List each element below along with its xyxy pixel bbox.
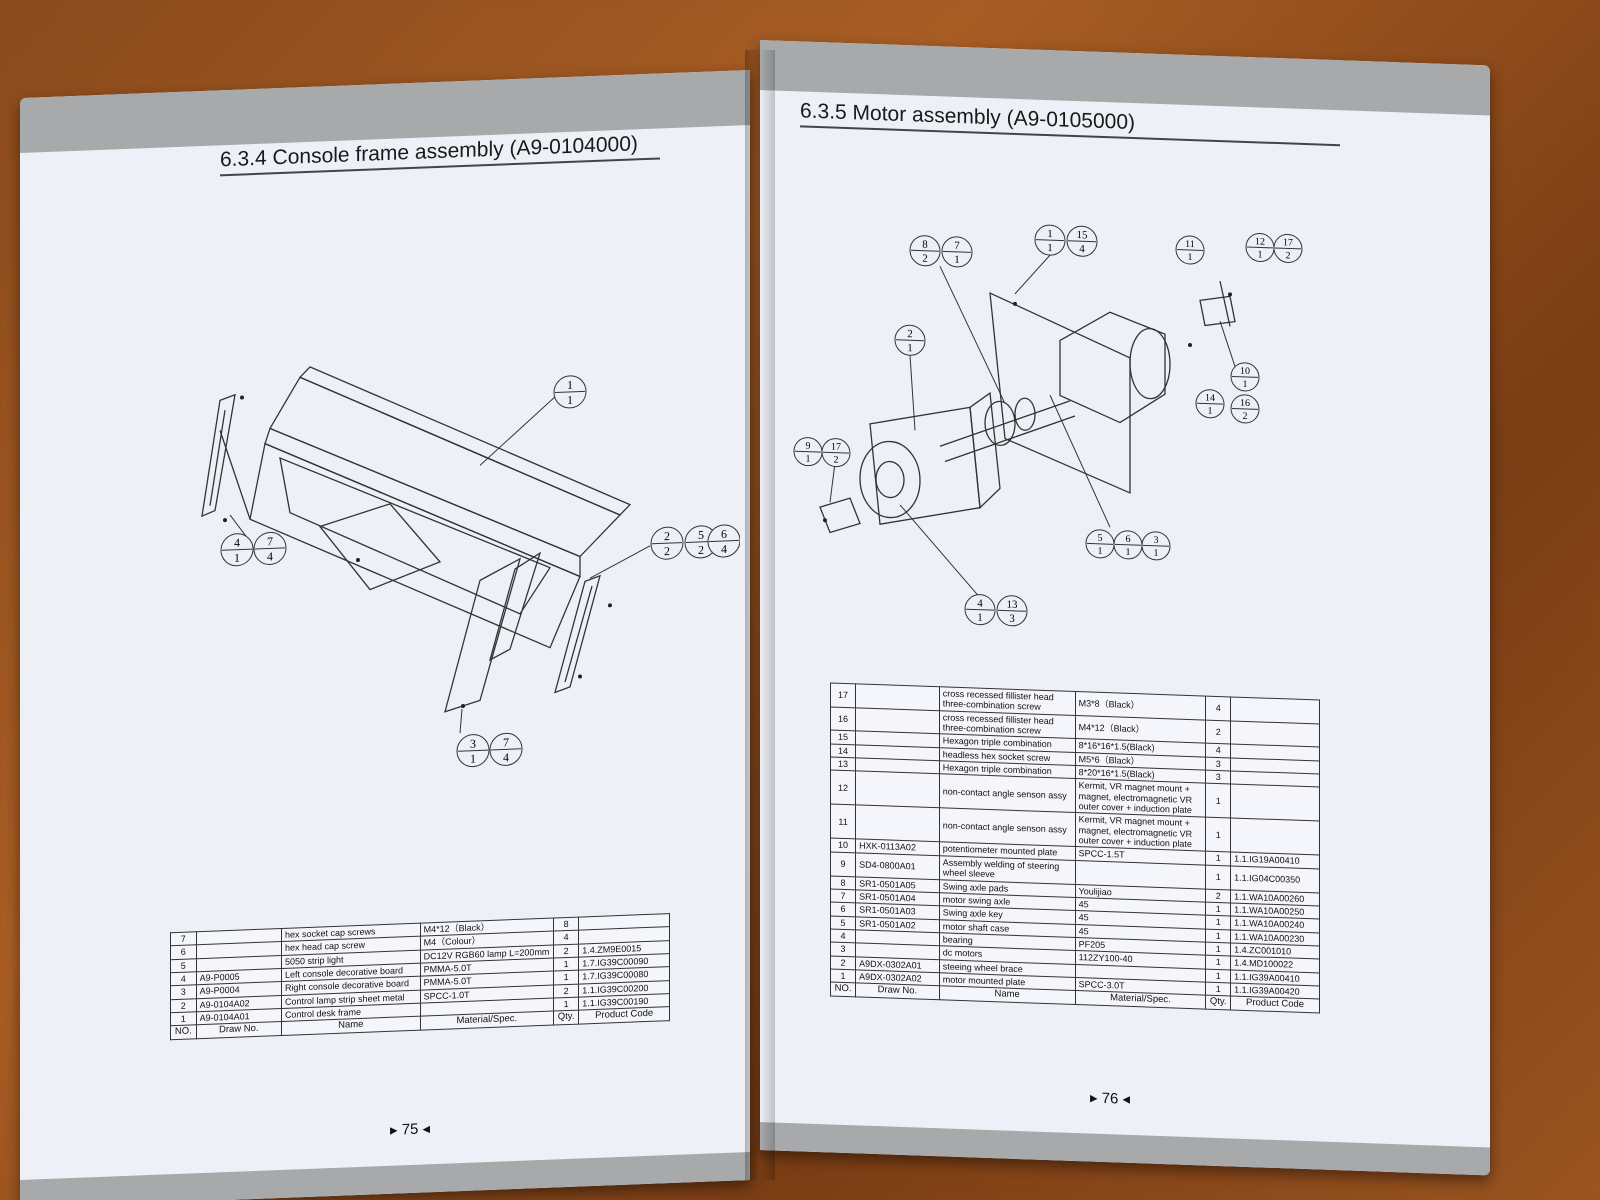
svg-text:1: 1 — [977, 612, 982, 624]
right-page: 6.3.5 Motor assembly (A9-0105000) — [760, 40, 1490, 1176]
callout-bubble: 7 4 — [253, 531, 287, 565]
svg-text:11: 11 — [1185, 239, 1195, 250]
callout-top: 3 — [470, 737, 476, 751]
callout-top: 7 — [503, 735, 509, 749]
callout-bubble: 2 2 — [650, 526, 684, 560]
callout-bubble: 172 — [821, 438, 851, 468]
footer-band — [20, 1152, 750, 1200]
svg-text:9: 9 — [806, 441, 811, 452]
svg-text:2: 2 — [834, 455, 839, 466]
callout-bottom: 4 — [503, 750, 509, 764]
callout-bottom: 1 — [567, 393, 573, 407]
callout-bubble: 4 1 — [220, 533, 254, 567]
callout-bubble: 141 — [1195, 389, 1225, 419]
callout-bubble: 5 2 — [684, 525, 718, 559]
callout-bubble: 162 — [1230, 394, 1260, 424]
console-frame-diagram: 1 1 4 1 7 4 2 — [180, 320, 741, 782]
svg-text:7: 7 — [954, 240, 960, 252]
svg-text:1: 1 — [1154, 548, 1159, 559]
svg-text:1: 1 — [954, 254, 959, 266]
callout-bubble: 41 — [964, 594, 996, 626]
callout-bubble: 11 — [1034, 224, 1066, 256]
callout-bubble: 121 — [1245, 232, 1275, 262]
callout-bottom: 4 — [267, 549, 273, 563]
svg-text:3: 3 — [1154, 535, 1159, 546]
callout-top: 6 — [721, 527, 727, 541]
parts-table: 7 hex socket cap screws M4*12（Black） 8 6… — [170, 913, 670, 1041]
svg-text:16: 16 — [1240, 398, 1250, 409]
callout-bubble: 71 — [941, 236, 973, 268]
callout-bubble: 172 — [1273, 233, 1303, 263]
callout-top: 1 — [567, 378, 573, 392]
svg-text:1: 1 — [1258, 249, 1263, 260]
svg-text:1: 1 — [1047, 242, 1052, 254]
svg-text:1: 1 — [806, 454, 811, 465]
svg-text:13: 13 — [1007, 599, 1018, 611]
callout-bottom: 1 — [470, 752, 476, 766]
callout-bubble: 133 — [996, 595, 1028, 627]
svg-text:17: 17 — [1283, 237, 1293, 248]
svg-text:1: 1 — [1126, 547, 1131, 558]
svg-text:1: 1 — [1098, 546, 1103, 557]
callout-top: 7 — [267, 534, 273, 548]
book-spine — [745, 50, 775, 1180]
svg-text:1: 1 — [1188, 252, 1193, 263]
svg-text:2: 2 — [907, 328, 912, 340]
svg-text:14: 14 — [1205, 393, 1215, 404]
svg-text:2: 2 — [1243, 411, 1248, 422]
callout-bubble: 7 4 — [489, 732, 523, 766]
callout-bubble: 154 — [1066, 225, 1098, 257]
svg-text:4: 4 — [1079, 243, 1085, 255]
svg-text:17: 17 — [831, 441, 841, 452]
page-number: ▸ 76 ◂ — [1090, 1089, 1131, 1108]
svg-text:1: 1 — [907, 342, 912, 354]
callout-bubble: 3 1 — [456, 734, 490, 768]
callout-bubble: 6 4 — [707, 524, 741, 558]
callout-bubble: 111 — [1175, 235, 1205, 265]
motor-assembly-drawing: 82 71 11 154 111 121 172 21 101 141 162 … — [793, 224, 1303, 627]
svg-text:15: 15 — [1077, 229, 1088, 241]
callout-bottom: 1 — [234, 551, 240, 565]
svg-text:5: 5 — [1098, 533, 1103, 544]
svg-text:8: 8 — [922, 239, 928, 251]
callout-bubble: 61 — [1113, 530, 1143, 560]
callout-top: 5 — [698, 528, 704, 542]
svg-text:6: 6 — [1126, 534, 1131, 545]
svg-text:2: 2 — [1286, 250, 1291, 261]
callout-top: 4 — [234, 536, 240, 550]
svg-text:2: 2 — [922, 253, 927, 265]
svg-text:1: 1 — [1243, 379, 1248, 390]
callout-bubble: 1 1 — [553, 375, 587, 409]
console-frame-drawing: 1 1 4 1 7 4 2 — [201, 366, 741, 768]
svg-text:3: 3 — [1009, 613, 1015, 625]
open-manual: 6.3.4 Console frame assembly (A9-0104000… — [20, 40, 1490, 1200]
callout-bottom: 2 — [664, 544, 670, 558]
callout-bubble: 101 — [1230, 362, 1260, 392]
callout-top: 2 — [664, 529, 670, 543]
page-number: ▸ 75 ◂ — [390, 1120, 431, 1139]
callout-bubble: 31 — [1141, 531, 1171, 561]
callout-bubble: 21 — [894, 324, 926, 356]
footer-band — [760, 1122, 1490, 1176]
callout-bubble: 82 — [909, 235, 941, 267]
svg-text:4: 4 — [977, 598, 983, 610]
svg-text:1: 1 — [1208, 406, 1213, 417]
callout-bottom: 4 — [721, 542, 727, 556]
callout-bottom: 2 — [698, 543, 704, 557]
callout-bubble: 91 — [793, 437, 823, 467]
svg-text:1: 1 — [1047, 228, 1052, 240]
callout-bubble: 51 — [1085, 529, 1115, 559]
svg-text:12: 12 — [1255, 236, 1265, 247]
left-page: 6.3.4 Console frame assembly (A9-0104000… — [20, 70, 750, 1200]
svg-text:10: 10 — [1240, 366, 1250, 377]
